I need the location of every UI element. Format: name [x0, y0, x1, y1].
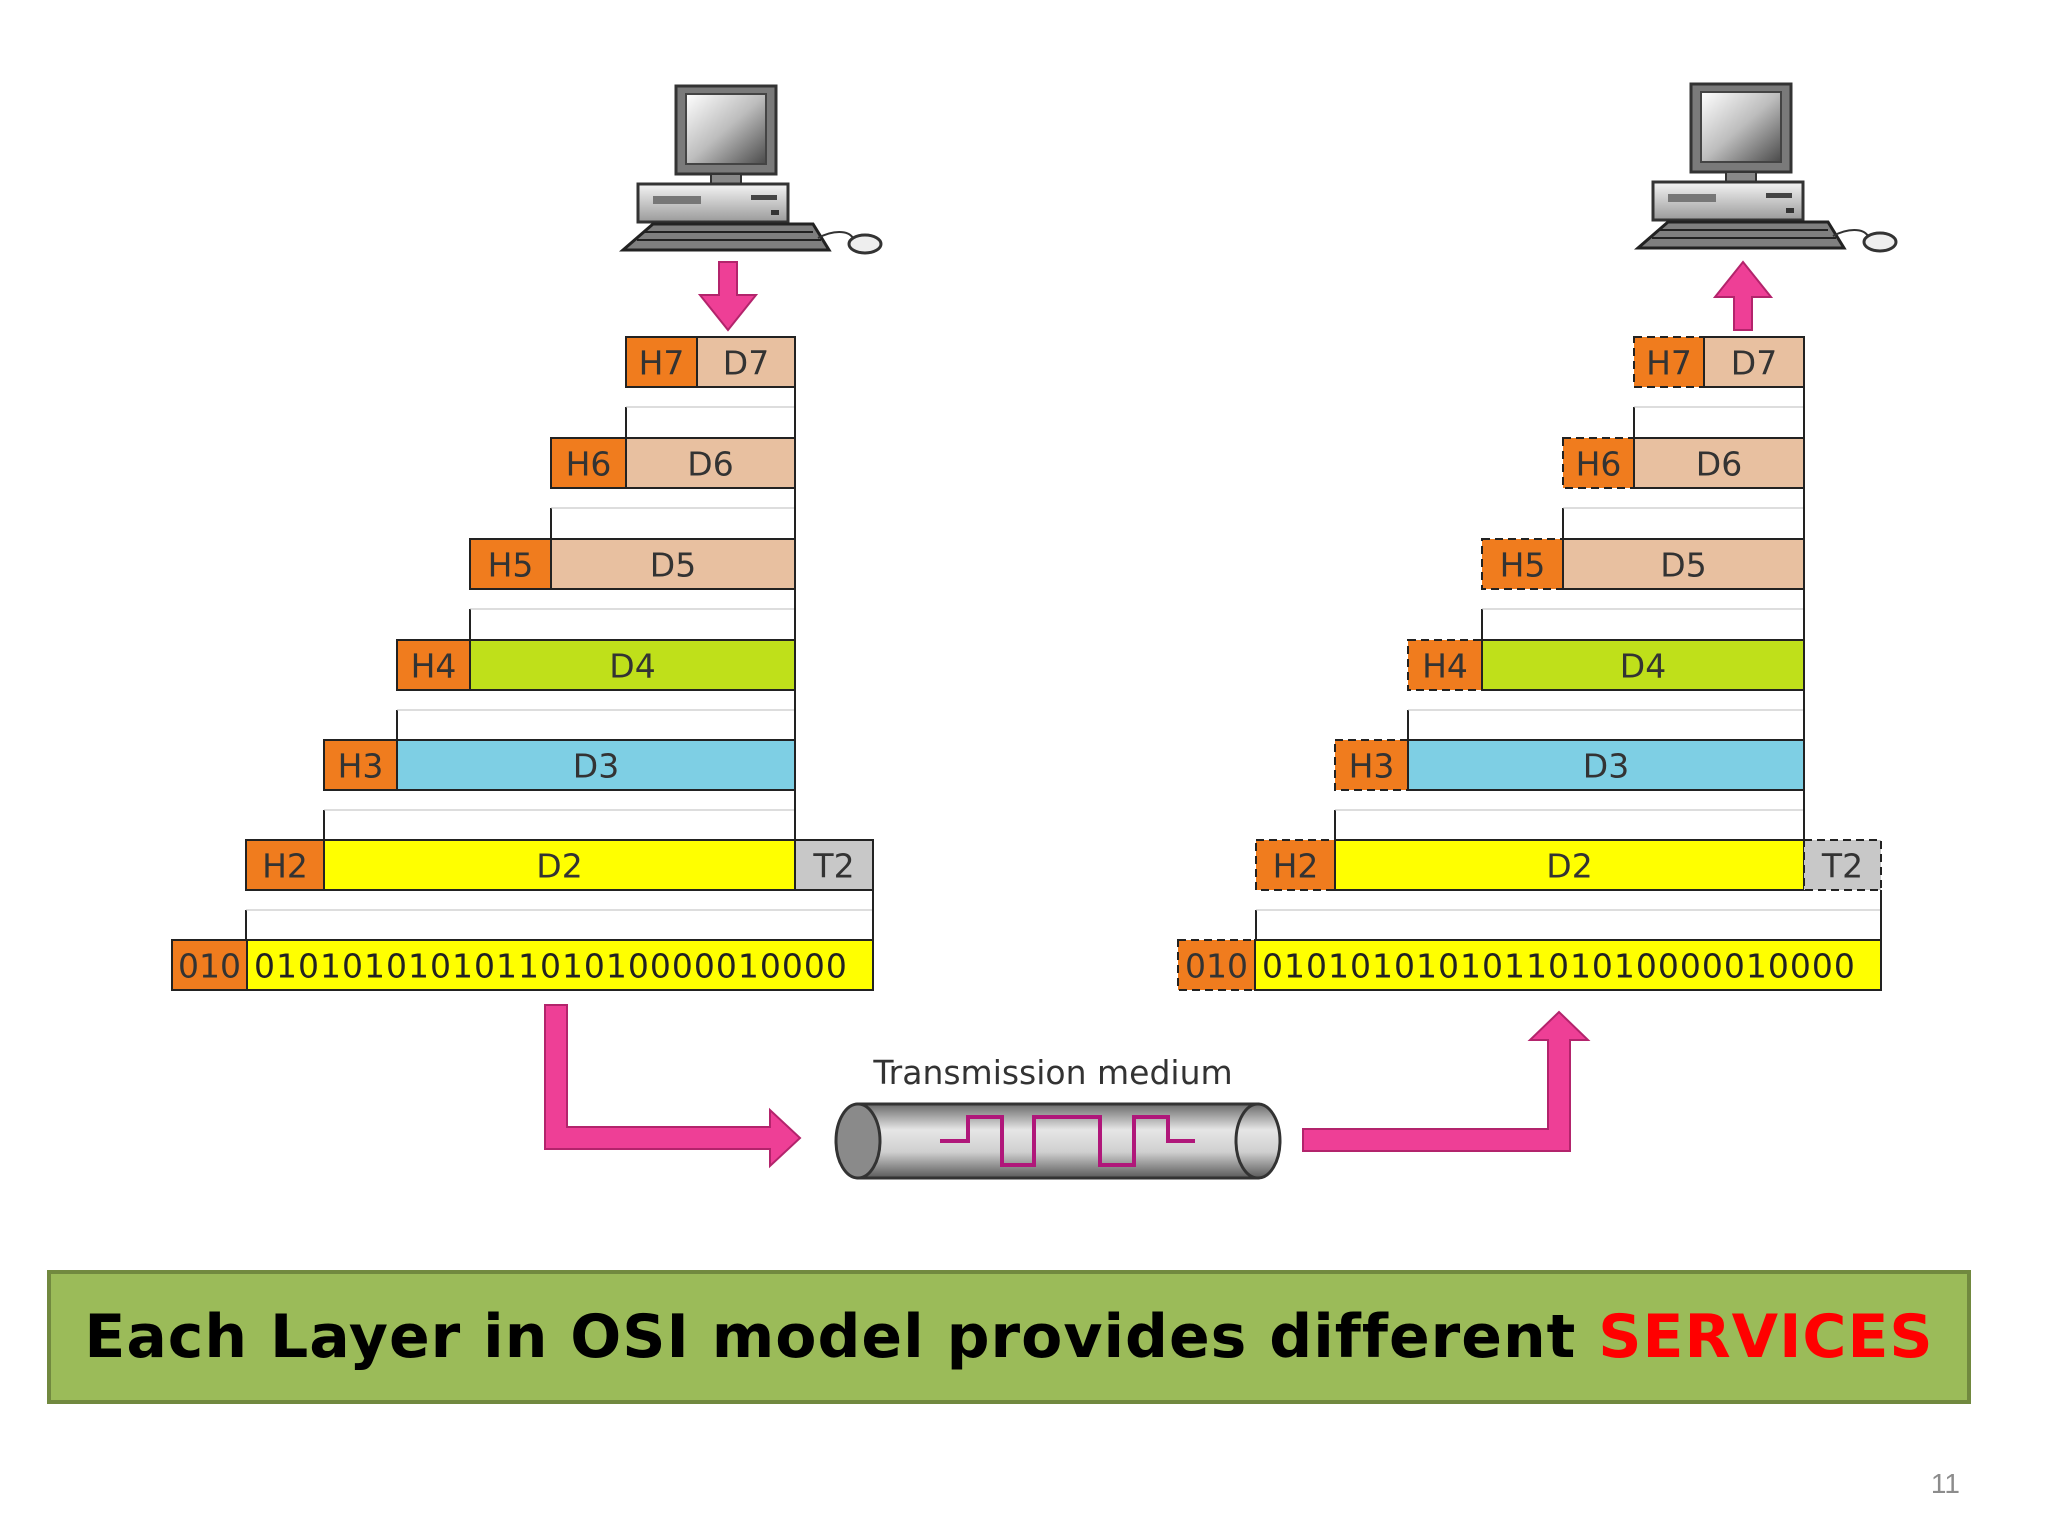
- sender-bitstream: 010 010101010101101010000010000: [171, 939, 874, 991]
- receiver-trailer-box-t2: [1803, 839, 1882, 891]
- receiver-up-arrow-icon: [1712, 260, 1774, 331]
- sender-header-box-h7: [625, 336, 698, 388]
- receiver-bits-box: [1254, 939, 1882, 991]
- sender-data-box-d7: [696, 336, 796, 388]
- services-banner: Each Layer in OSI model provides differe…: [47, 1270, 1971, 1404]
- receiver-data-d4: D4: [1620, 647, 1666, 686]
- receiver-header-box-h7: [1633, 336, 1705, 388]
- receiver-data-box-d7: [1703, 336, 1805, 388]
- transmission-medium-label: Transmission medium: [872, 1053, 1232, 1092]
- receiver-data-d7: D7: [1731, 344, 1777, 383]
- sender-header-h4: H4: [411, 647, 457, 686]
- receiver-header-h4: H4: [1422, 647, 1468, 686]
- sender-data-box-d5: [550, 538, 796, 590]
- receiver-header-h3: H3: [1349, 747, 1395, 786]
- sender-trailer-box-t2: [794, 839, 874, 891]
- banner-main-text: Each Layer in OSI model provides differe…: [84, 1302, 1599, 1372]
- sender-data-box-d4: [469, 639, 796, 691]
- receiver-data-box-d2: [1334, 839, 1805, 891]
- sender-header-h3: H3: [338, 747, 384, 786]
- receiver-bit-prefix: 010: [1185, 947, 1248, 986]
- slide-number: 11: [1930, 1468, 1960, 1499]
- receiver-data-d5: D5: [1660, 546, 1706, 585]
- sender-to-medium-arrow-icon: [544, 1004, 802, 1169]
- sender-bit-prefix-box: [171, 939, 248, 991]
- receiver-trailer-t2: T2: [1821, 847, 1863, 886]
- sender-header-h2: H2: [262, 847, 308, 886]
- sender-data-d7: D7: [723, 344, 769, 383]
- receiver-header-box-h3: [1334, 739, 1409, 791]
- receiver-bitstream: 010 010101010101101010000010000: [1177, 939, 1882, 991]
- receiver-bit-prefix-box: [1177, 939, 1256, 991]
- sender-bit-prefix: 010: [178, 947, 241, 986]
- sender-data-box-d6: [625, 437, 796, 489]
- sender-down-arrow-icon: [697, 261, 759, 332]
- receiver-header-h5: H5: [1500, 546, 1546, 585]
- sender-header-h6: H6: [566, 445, 612, 484]
- transmission-medium-pipe-icon: [834, 1102, 1282, 1180]
- sender-data-box-d3: [396, 739, 796, 791]
- medium-to-receiver-arrow-icon: [1302, 1010, 1591, 1152]
- sender-data-d2: D2: [536, 847, 582, 886]
- receiver-header-h2: H2: [1273, 847, 1319, 886]
- sender-header-box-h3: [323, 739, 398, 791]
- sender-computer-icon: [618, 84, 883, 255]
- receiver-header-box-h4: [1407, 639, 1483, 691]
- sender-header-h7: H7: [639, 344, 685, 383]
- sender-data-d3: D3: [573, 747, 619, 786]
- sender-data-d6: D6: [687, 445, 733, 484]
- receiver-header-box-h6: [1562, 437, 1635, 489]
- receiver-data-d3: D3: [1583, 747, 1629, 786]
- receiver-data-box-d6: [1633, 437, 1805, 489]
- sender-header-box-h5: [469, 538, 552, 590]
- sender-bits-box: [246, 939, 874, 991]
- receiver-header-h7: H7: [1646, 344, 1692, 383]
- sender-header-box-h6: [550, 437, 627, 489]
- receiver-header-h6: H6: [1576, 445, 1622, 484]
- receiver-computer-icon: [1633, 82, 1898, 253]
- sender-data-box-d2: [323, 839, 796, 891]
- banner-accent-text: SERVICES: [1598, 1302, 1934, 1372]
- receiver-data-d6: D6: [1696, 445, 1742, 484]
- sender-data-d4: D4: [609, 647, 655, 686]
- sender-trailer-t2: T2: [812, 847, 854, 886]
- sender-header-h5: H5: [488, 546, 534, 585]
- banner-text: Each Layer in OSI model provides differe…: [84, 1302, 1933, 1372]
- receiver-data-box-d5: [1562, 538, 1805, 590]
- receiver-bits: 010101010101101010000010000: [1262, 947, 1856, 986]
- receiver-data-box-d3: [1407, 739, 1805, 791]
- receiver-data-d2: D2: [1546, 847, 1592, 886]
- receiver-data-box-d4: [1481, 639, 1805, 691]
- sender-data-d5: D5: [650, 546, 696, 585]
- sender-bits: 010101010101101010000010000: [254, 947, 848, 986]
